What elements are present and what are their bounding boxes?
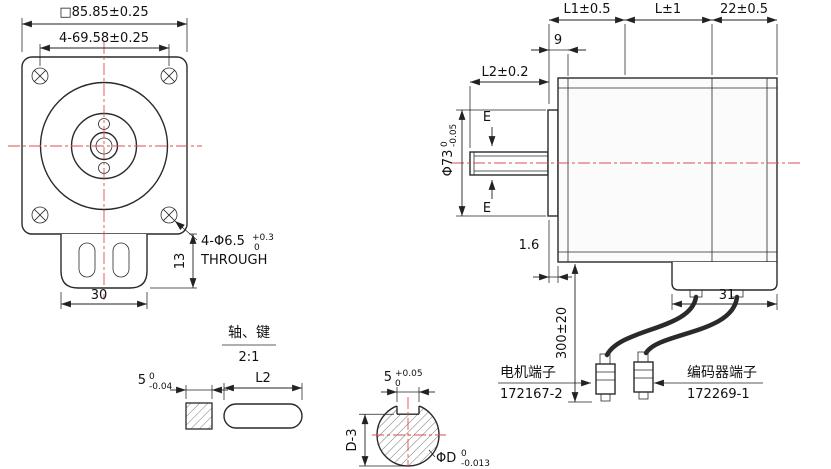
dim-key-width-sup: 0 bbox=[149, 372, 155, 382]
dim-connector-width-group: 31 bbox=[671, 288, 778, 310]
detail-title: 轴、键 bbox=[228, 325, 270, 341]
dim-shaft-dia-group: ΦD 0 -0.013 bbox=[428, 449, 490, 469]
dim-shaft-length-label: L2±0.2 bbox=[481, 65, 528, 80]
dim-keyway-width-sub: 0 bbox=[395, 379, 401, 389]
connector-block bbox=[671, 262, 778, 291]
dim-keyway-width-group: 5 +0.05 0 bbox=[381, 369, 435, 402]
dim-key-width-group: 5 0 -0.04 bbox=[138, 372, 228, 399]
dim-keyway-width-sup: +0.05 bbox=[395, 369, 423, 379]
motor-body bbox=[557, 77, 778, 263]
encoder-terminal-label: 编码器端子 bbox=[687, 365, 757, 381]
shaft bbox=[469, 151, 549, 176]
dim-pilot-dia-group: Φ73 0 -0.05 bbox=[440, 109, 546, 217]
dim-step-label: 1.6 bbox=[519, 238, 540, 253]
encoder-terminal-part: 172269-1 bbox=[687, 387, 750, 402]
dim-boss-width-label: 30 bbox=[91, 288, 108, 303]
motor-terminal-label: 电机端子 bbox=[500, 365, 556, 381]
key-plan bbox=[223, 403, 303, 429]
key-section bbox=[185, 402, 213, 430]
corner-screw-bottom-left bbox=[31, 206, 49, 224]
dim-key-width-label: 5 bbox=[138, 373, 146, 388]
corner-screw-top-left bbox=[31, 67, 49, 85]
encoder-terminal-callout: 编码器端子 172269-1 bbox=[654, 365, 763, 402]
dim-boss-height-group: 13 bbox=[150, 233, 197, 289]
motor-connector bbox=[595, 353, 616, 402]
dim-bolt-circle-label: 4-69.58±0.25 bbox=[59, 31, 149, 46]
dim-l1-label: L1±0.5 bbox=[563, 2, 610, 17]
hole-callout-label: 4-Φ6.5 bbox=[201, 234, 245, 249]
side-view: L1±0.5 L±1 22±0.5 9 L2±0.2 Φ73 0 -0.0 bbox=[440, 2, 800, 403]
hole-callout-sup: +0.3 bbox=[252, 233, 274, 243]
dim-pilot-depth-label: 9 bbox=[554, 33, 562, 48]
boss-slot-left bbox=[78, 242, 96, 278]
dim-cable-length-label: 300±20 bbox=[555, 307, 570, 359]
dim-square-group: □85.85±0.25 bbox=[21, 5, 188, 52]
dim-connector-width-label: 31 bbox=[719, 288, 736, 303]
motor-terminal-callout: 电机端子 172167-2 bbox=[498, 365, 591, 402]
dim-shaft-dia-sup: 0 bbox=[461, 449, 467, 459]
dim-key-width-sub: -0.04 bbox=[149, 382, 173, 392]
dim-flat-depth-label: D-3 bbox=[345, 429, 360, 452]
dim-bolt-circle-group: 4-69.58±0.25 bbox=[39, 31, 170, 66]
section-e-top-label: E bbox=[483, 110, 491, 125]
dim-shaft-dia-sub: -0.013 bbox=[461, 459, 490, 469]
dim-rear-label: 22±0.5 bbox=[720, 2, 768, 17]
dim-key-length-label: L2 bbox=[255, 371, 271, 386]
dim-l-label: L±1 bbox=[655, 2, 681, 17]
dim-pilot-dia-sup: 0 bbox=[440, 141, 450, 147]
dim-cable-length-group: 300±20 bbox=[555, 264, 592, 403]
dim-boss-height-label: 13 bbox=[173, 253, 188, 270]
flange-outline bbox=[21, 56, 188, 235]
encoder-connector bbox=[633, 351, 654, 400]
dim-boss-width-group: 30 bbox=[60, 288, 148, 309]
dim-square-label: □85.85±0.25 bbox=[59, 5, 148, 20]
dim-shaft-length-group: L2±0.2 bbox=[469, 65, 549, 148]
dim-shaft-dia-label: ΦD bbox=[436, 451, 456, 466]
dim-pilot-depth-group: 9 bbox=[531, 33, 586, 76]
corner-screw-top-right bbox=[160, 67, 178, 85]
dim-pilot-dia-label: Φ73 bbox=[441, 150, 456, 177]
corner-screw-bottom-right bbox=[160, 206, 178, 224]
section-e-bottom-label: E bbox=[483, 201, 491, 216]
section-marks-group: E E bbox=[483, 110, 496, 216]
boss-slot-right bbox=[112, 242, 130, 278]
dim-length-group: L1±0.5 L±1 22±0.5 bbox=[548, 2, 778, 104]
front-view: □85.85±0.25 4-69.58±0.25 4-Φ6.5 +0.3 0 T… bbox=[8, 5, 274, 309]
dim-keyway-width-label: 5 bbox=[384, 370, 392, 385]
encoder-cable bbox=[643, 294, 740, 356]
hole-callout-sub: 0 bbox=[254, 243, 260, 253]
dim-key-length-group: L2 bbox=[223, 371, 303, 400]
hole-callout-note: THROUGH bbox=[200, 253, 267, 268]
hole-callout-group: 4-Φ6.5 +0.3 0 THROUGH bbox=[174, 220, 274, 268]
detail-view: 轴、键 2:1 5 0 -0.04 L2 bbox=[138, 325, 490, 469]
dim-pilot-dia-sub: -0.05 bbox=[449, 124, 459, 147]
detail-scale: 2:1 bbox=[239, 350, 260, 365]
dim-step-group: 1.6 bbox=[519, 220, 572, 283]
dim-flat-depth-group: D-3 bbox=[345, 413, 405, 467]
motor-terminal-part: 172167-2 bbox=[500, 387, 563, 402]
